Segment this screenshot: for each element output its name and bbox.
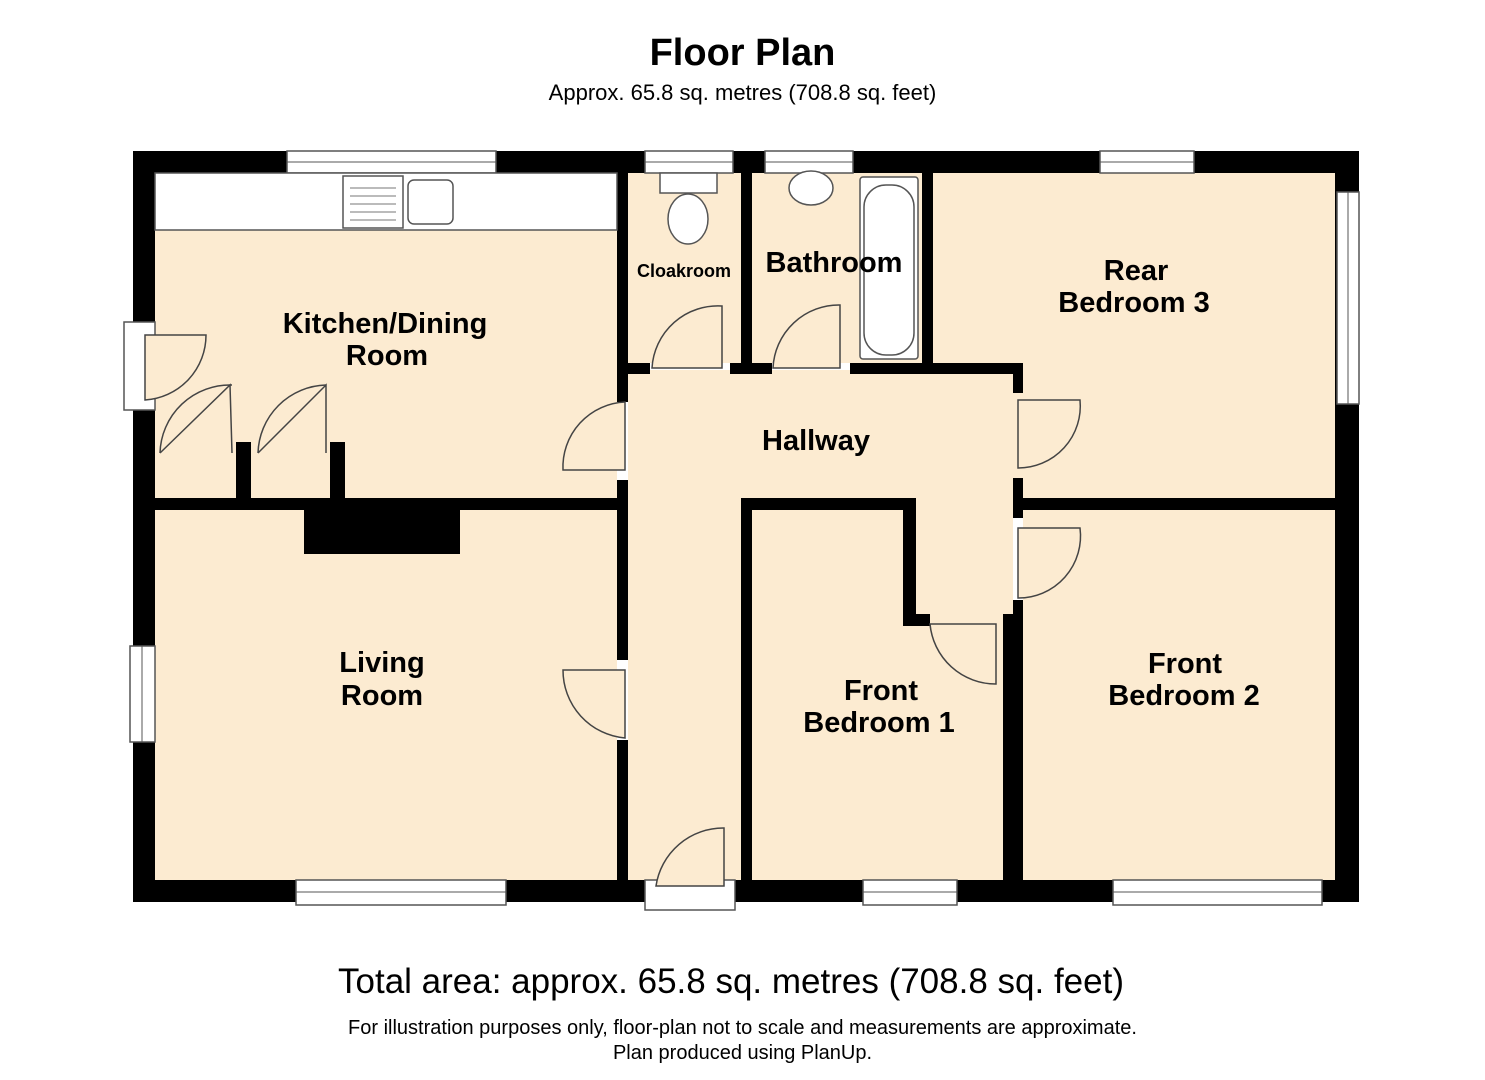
- wall-kitchen-living: [155, 498, 628, 510]
- cupboard-wall-2: [330, 442, 345, 500]
- doors: [144, 304, 1082, 887]
- wall-bed3-hall-upper: [1013, 363, 1023, 393]
- cupboard-wall-1: [236, 442, 251, 500]
- door-bedroom-2: [1017, 527, 1082, 599]
- disclaimer: For illustration purposes only, floor-pl…: [348, 1017, 1137, 1039]
- window-glazing-lines: [141, 161, 1349, 893]
- fixtures: [154, 170, 919, 360]
- toilet-bowl: [667, 193, 709, 245]
- label-bathroom: Bathroom: [766, 247, 903, 279]
- wall-bed2-left: [1013, 600, 1023, 880]
- label-bedroom-1-line1: Front: [844, 675, 918, 707]
- chimney-breast: [304, 510, 460, 554]
- wall-bed3-bed2: [1013, 498, 1335, 510]
- door-cloakroom: [651, 305, 723, 369]
- outer-wall-left: [133, 151, 155, 902]
- wall-bed1-top: [741, 498, 916, 510]
- wall-kitchen-hall-upper: [617, 173, 628, 402]
- label-cloakroom: Cloakroom: [637, 261, 731, 281]
- label-bedroom-1-line2: Bedroom 1: [803, 707, 954, 739]
- total-area: Total area: approx. 65.8 sq. metres (708…: [338, 962, 1124, 1001]
- hall-nook-floor: [916, 507, 1011, 622]
- door-front: [655, 827, 725, 887]
- credit: Plan produced using PlanUp.: [612, 1042, 873, 1064]
- label-bedroom-2-line1: Front: [1148, 648, 1222, 680]
- front-bedroom-2-floor: [1023, 510, 1335, 880]
- label-bedroom-2-line2: Bedroom 2: [1108, 680, 1259, 712]
- wall-hall-top-1: [628, 363, 650, 374]
- toilet-cistern: [659, 172, 718, 194]
- wall-bed1-nook-foot: [903, 614, 930, 626]
- wall-bed1-nook: [903, 498, 916, 626]
- door-kitchen-external: [144, 334, 207, 401]
- door-living-room: [562, 669, 626, 739]
- door-bathroom: [772, 304, 841, 369]
- sink-drainer: [342, 175, 404, 229]
- wall-bath-bed3: [922, 173, 933, 373]
- label-living-line2: Room: [341, 680, 423, 712]
- wall-living-hall-lower: [617, 740, 628, 880]
- wall-hall-top-2: [730, 363, 772, 374]
- plan-subtitle: Approx. 65.8 sq. metres (708.8 sq. feet): [548, 80, 937, 105]
- wall-cloak-bath: [741, 173, 752, 373]
- room-labels: Kitchen/Dining Room Cloakroom Bathroom R…: [283, 247, 1260, 739]
- door-bedroom-3: [1017, 399, 1082, 469]
- label-kitchen-line2: Room: [346, 340, 428, 372]
- door-bedroom-1: [929, 623, 997, 685]
- label-living-line1: Living: [339, 647, 424, 679]
- wall-bed1-right: [1003, 614, 1013, 880]
- label-kitchen-line1: Kitchen/Dining: [283, 308, 488, 340]
- label-bedroom-3-line2: Bedroom 3: [1058, 287, 1209, 319]
- wall-corridor-right: [741, 498, 752, 880]
- bathroom-basin: [788, 170, 834, 206]
- door-kitchen-hall: [562, 401, 626, 471]
- living-room-floor: [155, 510, 617, 880]
- wall-hall-top-3: [850, 363, 1023, 374]
- bath-tub-inner: [863, 184, 915, 356]
- hallway-corridor-floor: [628, 480, 741, 880]
- label-bedroom-3-line1: Rear: [1104, 255, 1169, 287]
- plan-title: Floor Plan: [649, 32, 836, 74]
- drainer-ridges: [350, 187, 396, 221]
- label-hallway: Hallway: [762, 425, 870, 457]
- wall-kitchen-hall-mid: [617, 480, 628, 660]
- kitchen-sink: [407, 179, 454, 225]
